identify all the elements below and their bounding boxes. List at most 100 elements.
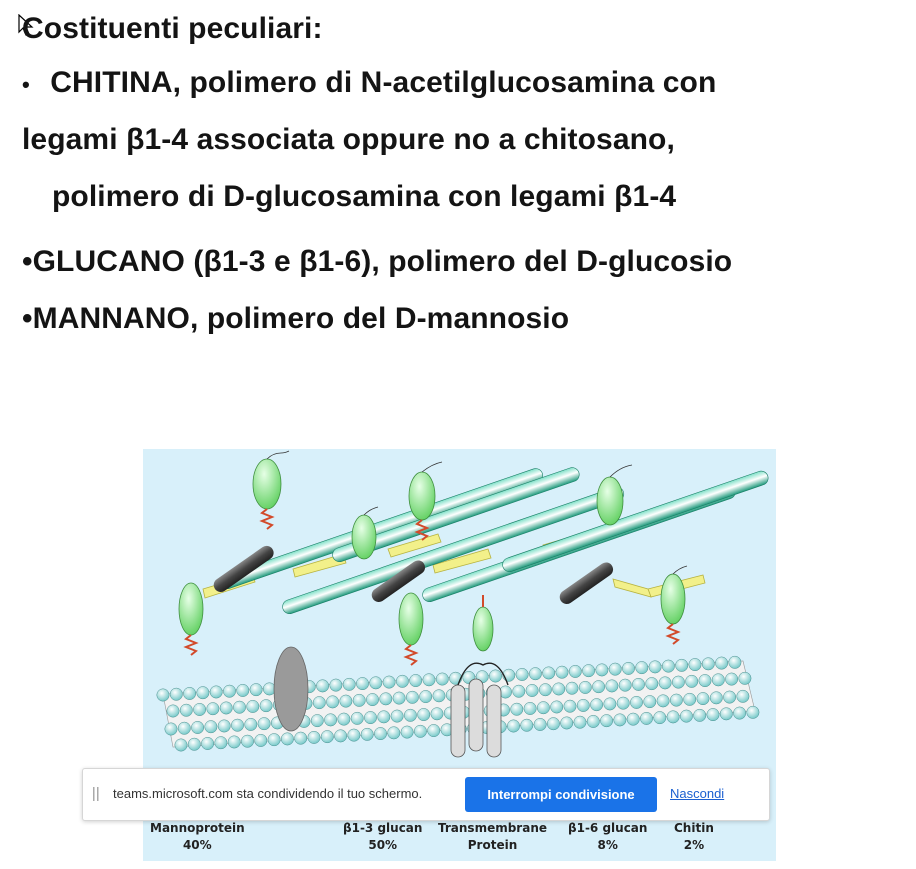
lipid-head bbox=[711, 673, 725, 687]
legend-chitin-value: 2% bbox=[683, 838, 705, 852]
lipid-head bbox=[356, 677, 369, 691]
lipid-head bbox=[728, 655, 742, 669]
oligosaccharide-chains bbox=[266, 450, 688, 575]
lipid-head bbox=[187, 737, 201, 751]
transmembrane-protein bbox=[450, 662, 509, 758]
bullet-glucano-text: GLUCANO (β1-3 e β1-6), polimero del D-gl… bbox=[32, 245, 733, 278]
lipid-head bbox=[320, 730, 334, 744]
lipid-head bbox=[653, 711, 667, 725]
lipid-head bbox=[698, 674, 712, 688]
chitin-rods bbox=[213, 545, 614, 604]
peripheral-protein bbox=[273, 646, 309, 732]
lipid-head bbox=[387, 726, 401, 740]
lipid-head bbox=[630, 695, 643, 709]
lipid-head bbox=[578, 680, 592, 694]
bullet-dot: • bbox=[22, 302, 33, 335]
legend-beta16-name: β1-6 glucan bbox=[568, 821, 648, 835]
bullet-dot: • bbox=[22, 245, 33, 278]
lipid-head bbox=[560, 716, 574, 730]
lipid-head bbox=[555, 665, 569, 679]
lipid-head bbox=[233, 700, 246, 714]
lipid-head bbox=[374, 727, 387, 741]
lipid-head bbox=[688, 658, 702, 672]
lipid-head bbox=[347, 728, 361, 742]
bullet-mannano: •MANNANO, polimero del D-mannosio bbox=[22, 302, 569, 336]
lipid-head bbox=[489, 669, 502, 683]
legend-transmembrane-value: Protein bbox=[467, 838, 518, 852]
lipid-head bbox=[746, 705, 760, 719]
lipid-head bbox=[679, 709, 693, 723]
legend-mannoprotein: Mannoprotein 40% bbox=[150, 820, 245, 854]
lipid-head bbox=[582, 664, 596, 678]
lipid-head bbox=[685, 674, 699, 688]
drag-handle-icon[interactable] bbox=[93, 787, 99, 801]
lipid-head bbox=[169, 687, 183, 701]
lipid-head bbox=[403, 708, 417, 722]
lipid-head bbox=[616, 696, 630, 710]
lipid-head bbox=[507, 719, 520, 733]
lipid-head bbox=[307, 730, 321, 744]
lipid-head bbox=[249, 683, 263, 697]
lipid-head bbox=[257, 717, 271, 731]
lipid-head bbox=[738, 671, 752, 685]
lipid-head bbox=[392, 691, 406, 705]
lipid-head bbox=[329, 678, 343, 692]
lipid-head bbox=[166, 704, 180, 718]
bullet-dot: • bbox=[22, 72, 30, 97]
lipid-head bbox=[603, 697, 617, 711]
lipid-head bbox=[563, 699, 577, 713]
legend-beta13-value: 50% bbox=[368, 838, 398, 852]
slide-title: Costituenti peculiari: bbox=[22, 12, 323, 45]
lipid-head bbox=[324, 713, 338, 727]
lipid-head bbox=[352, 693, 366, 707]
lipid-head bbox=[725, 672, 739, 686]
legend-mannoprotein-value: 40% bbox=[182, 838, 212, 852]
legend-chitin: Chitin 2% bbox=[674, 820, 714, 854]
lipid-head bbox=[246, 699, 260, 713]
screen-share-notification-bar: teams.microsoft.com sta condividendo il … bbox=[82, 768, 770, 821]
cell-wall-illustration bbox=[156, 450, 769, 758]
lipid-head bbox=[568, 664, 582, 678]
lipid-head bbox=[528, 667, 542, 681]
beta13-glucan-rods bbox=[220, 467, 769, 615]
lipid-head bbox=[706, 708, 720, 722]
lipid-head bbox=[219, 701, 233, 715]
lipid-head bbox=[310, 714, 324, 728]
lipid-head bbox=[512, 684, 526, 698]
lipid-head bbox=[422, 673, 436, 687]
lipid-head bbox=[552, 682, 566, 696]
lipid-head bbox=[377, 710, 391, 724]
bullet-glucano: •GLUCANO (β1-3 e β1-6), polimero del D-g… bbox=[22, 245, 732, 279]
lipid-head bbox=[430, 707, 444, 721]
lipid-head bbox=[600, 714, 614, 728]
legend-transmembrane: Transmembrane Protein bbox=[438, 820, 547, 854]
lipid-head bbox=[201, 737, 215, 750]
mannoproteins bbox=[178, 458, 686, 652]
lipid-head bbox=[413, 724, 427, 738]
mouse-cursor-icon bbox=[18, 14, 34, 36]
lipid-head bbox=[231, 718, 244, 732]
lipid-head bbox=[204, 720, 218, 734]
bullet-chitina-text: CHITINA, polimero di N-acetilglucosamina… bbox=[50, 66, 717, 99]
hide-link[interactable]: Nascondi bbox=[670, 786, 725, 801]
lipid-head bbox=[656, 694, 670, 708]
lipid-head bbox=[536, 701, 550, 715]
legend-beta13-name: β1-3 glucan bbox=[343, 821, 423, 835]
lipid-head bbox=[409, 674, 423, 688]
lipid-head bbox=[635, 661, 649, 675]
lipid-head bbox=[595, 663, 609, 677]
lipid-head bbox=[592, 680, 606, 694]
lipid-head bbox=[334, 729, 348, 743]
lipid-head bbox=[369, 676, 383, 690]
lipid-head bbox=[696, 692, 710, 706]
lipid-head bbox=[709, 691, 723, 705]
legend-transmembrane-name: Transmembrane bbox=[438, 821, 548, 835]
lipid-head bbox=[533, 718, 547, 731]
lipid-head bbox=[206, 702, 220, 716]
lipid-head bbox=[214, 736, 228, 750]
stop-sharing-button[interactable]: Interrompi condivisione bbox=[465, 777, 657, 812]
lipid-head bbox=[337, 712, 351, 726]
lipid-head bbox=[241, 734, 254, 748]
lipid-head bbox=[400, 725, 414, 739]
lipid-head bbox=[419, 690, 433, 704]
